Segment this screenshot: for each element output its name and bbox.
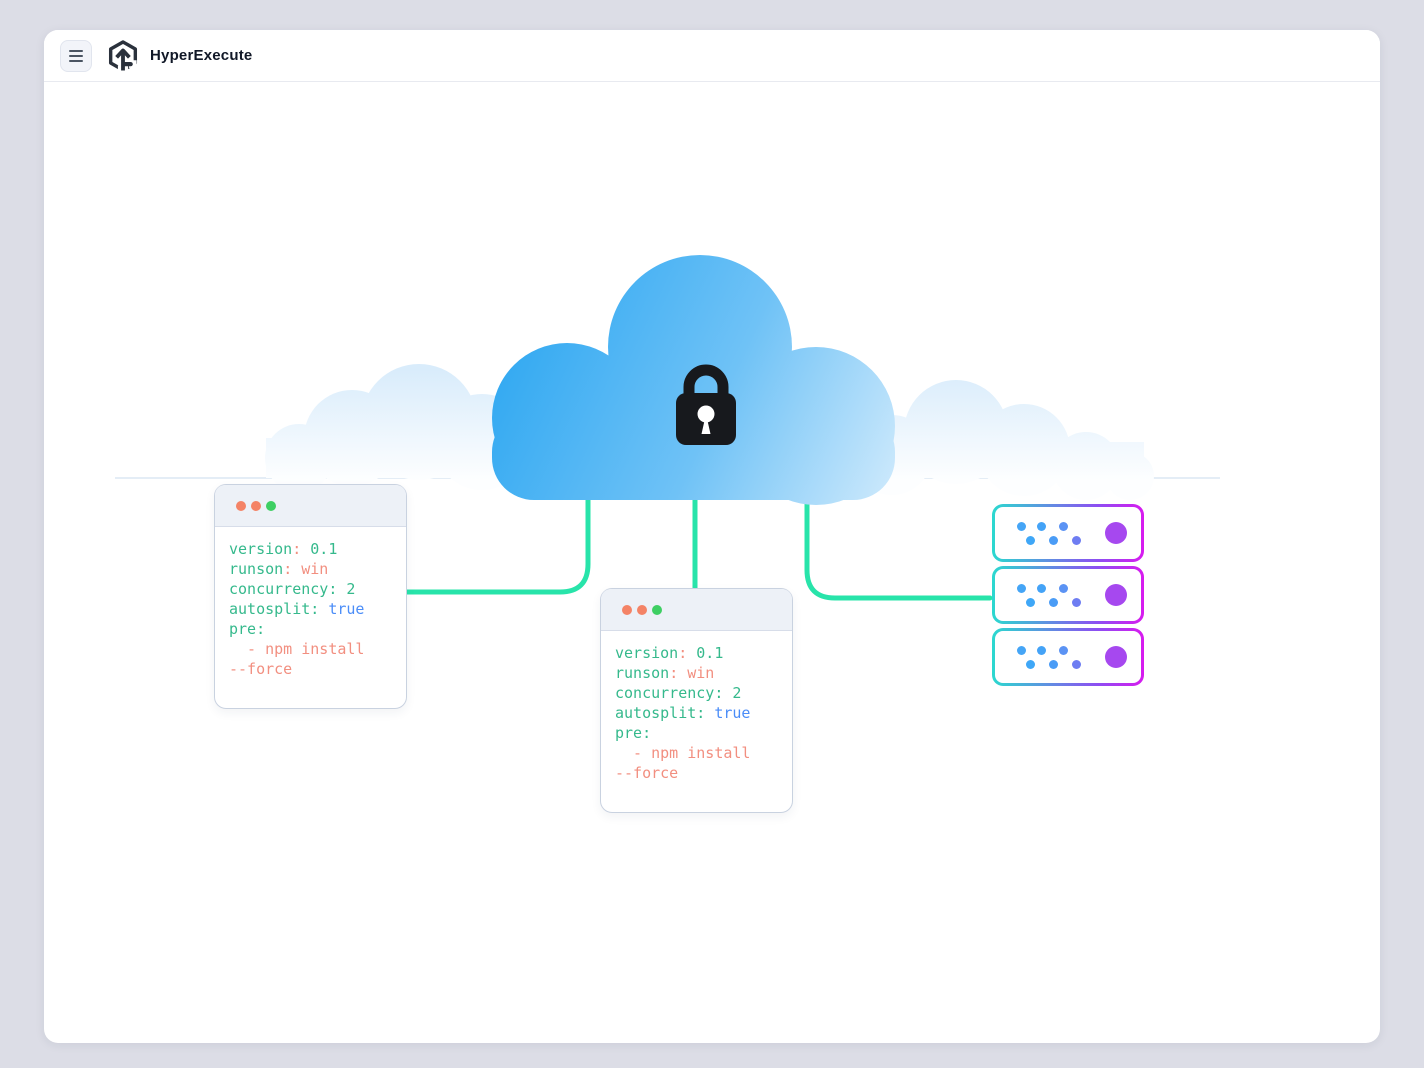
server-led-dot <box>1059 584 1068 593</box>
horizon-line <box>115 477 1220 479</box>
illustration-canvas: version: 0.1 runson: win concurrency: 2 aut… <box>44 30 1380 1043</box>
main-cloud <box>492 255 895 505</box>
connector-right <box>804 493 993 601</box>
server-unit <box>992 504 1144 562</box>
server-led-dot <box>1037 646 1046 655</box>
traffic-light-dot <box>266 500 276 511</box>
code-line: concurrency: 2 <box>615 684 742 702</box>
server-led-dot <box>1049 536 1058 545</box>
config-window-2: version: 0.1 runson: win concurrency: 2 aut… <box>600 588 793 813</box>
hyperexecute-logo-icon <box>108 39 138 73</box>
code-line: autosplit: true <box>615 704 751 722</box>
server-led-dot <box>1026 536 1035 545</box>
server-led-dot <box>1017 522 1026 531</box>
hamburger-menu-button[interactable] <box>60 39 92 72</box>
server-led-dot <box>1037 522 1046 531</box>
code-line: runson: win <box>229 560 329 578</box>
server-led-dot <box>1017 646 1026 655</box>
yaml-config-code: version: 0.1 runson: win concurrency: 2 aut… <box>215 527 406 691</box>
server-power-dot <box>1105 584 1127 606</box>
connector-lines <box>404 493 993 601</box>
traffic-light-dot <box>637 604 647 615</box>
code-line: --force <box>615 764 679 782</box>
window-titlebar <box>215 485 406 527</box>
traffic-light-dot <box>236 500 246 511</box>
app-header: HyperExecute <box>44 30 1380 82</box>
window-titlebar <box>601 589 792 631</box>
code-line: autosplit: true <box>229 600 365 618</box>
server-led-dot <box>1059 522 1068 531</box>
code-line: pre: <box>229 620 266 638</box>
yaml-config-code: version: 0.1 runson: win concurrency: 2 aut… <box>601 631 792 795</box>
brand: HyperExecute <box>106 39 252 73</box>
server-led-dot <box>1026 598 1035 607</box>
code-line: pre: <box>615 724 652 742</box>
background-cloud-left <box>265 364 530 492</box>
code-line: - npm install <box>229 640 365 658</box>
traffic-light-dot <box>652 604 662 615</box>
server-led-dot <box>1059 646 1068 655</box>
server-led-dot <box>1049 598 1058 607</box>
code-line: version: 0.1 <box>615 644 724 662</box>
code-line: concurrency: 2 <box>229 580 356 598</box>
server-led-dot <box>1049 660 1058 669</box>
server-led-dot <box>1072 536 1081 545</box>
code-line: - npm install <box>615 744 751 762</box>
connector-left <box>404 495 591 595</box>
page-title: HyperExecute <box>150 47 253 64</box>
server-unit <box>992 628 1144 686</box>
traffic-light-dot <box>251 500 261 511</box>
code-line: version: 0.1 <box>229 540 338 558</box>
server-power-dot <box>1105 522 1127 544</box>
hamburger-icon <box>69 49 83 52</box>
server-led-dot <box>1037 584 1046 593</box>
server-led-dot <box>1072 660 1081 669</box>
server-led-dot <box>1072 598 1081 607</box>
server-power-dot <box>1105 646 1127 668</box>
server-rack <box>992 504 1144 686</box>
code-line: runson: win <box>615 664 715 682</box>
server-led-dot <box>1017 584 1026 593</box>
lock-icon <box>676 364 736 445</box>
server-unit <box>992 566 1144 624</box>
background-cloud-right <box>852 380 1154 500</box>
traffic-light-dot <box>622 604 632 615</box>
server-led-dot <box>1026 660 1035 669</box>
config-window-1: version: 0.1 runson: win concurrency: 2 aut… <box>214 484 407 709</box>
code-line: --force <box>229 660 293 678</box>
app-window: HyperExecute <box>44 30 1380 1043</box>
